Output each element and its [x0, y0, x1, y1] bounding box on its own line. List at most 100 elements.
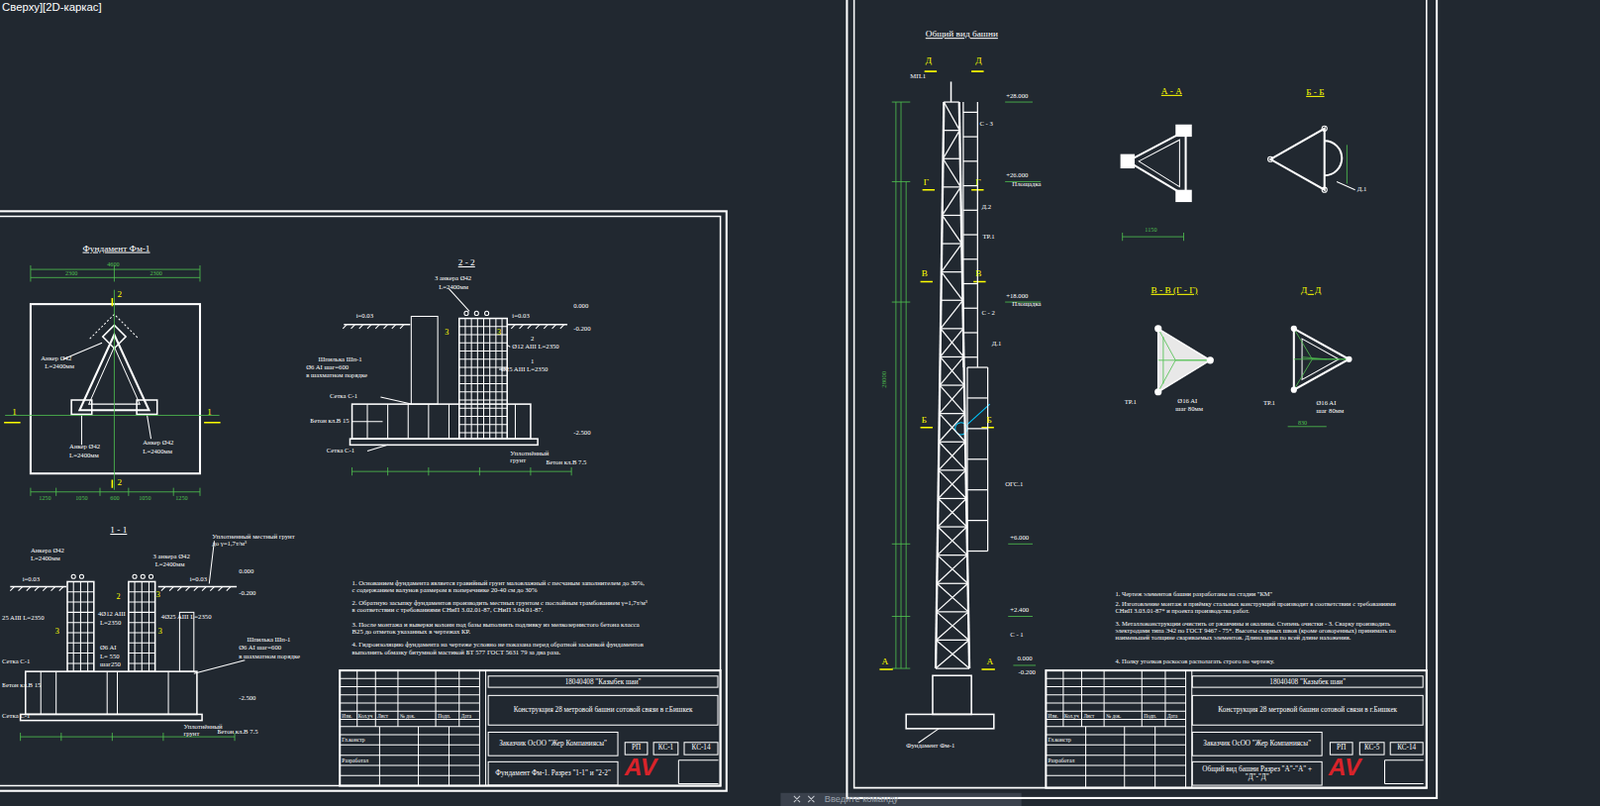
- drawing-label: 1: [206, 406, 212, 418]
- tower-member: [939, 385, 965, 414]
- tower-member: [941, 242, 962, 244]
- drawing-line: [343, 323, 568, 326]
- drawing-label: -0.200: [1018, 668, 1036, 677]
- drawing-label: шаг 80мм: [1175, 404, 1203, 413]
- title-block-text: Заказчик ОсОО "Жер Компаниясы": [1200, 739, 1313, 748]
- tower-member: [963, 307, 978, 309]
- tower-member: [938, 441, 966, 471]
- tower-member: [935, 639, 970, 669]
- drawing-label: Ø6 AI шаг=600: [238, 643, 282, 652]
- tower-member: [938, 441, 966, 471]
- tower-member: [942, 214, 963, 244]
- drawing-label: 2. Обратную засыпку фундаментов производ…: [352, 599, 649, 614]
- title-block-cell: КС-5: [1359, 741, 1386, 755]
- drawing-line: [1291, 325, 1298, 332]
- drawing-line: [9, 587, 231, 592]
- drawing-label: 25 AIII L=2350: [1, 612, 44, 621]
- drawing-label: 3. Металлоконструкции очистить от ржавчи…: [1114, 619, 1406, 642]
- drawing-line: [0, 215, 721, 786]
- drawing-label: Анкер Ø42: [69, 442, 100, 451]
- title-block-text: Конструкция 28 метровой башни сотовой св…: [511, 705, 696, 714]
- drawing-label: ОГС.1: [1004, 479, 1023, 488]
- title-block-text: КС-14: [689, 744, 712, 753]
- drawing-line: [9, 586, 237, 589]
- drawing-label: AV: [624, 755, 658, 781]
- drawing-label: Д - Д: [1300, 285, 1321, 297]
- drawing-sheet: Фундамент Фм-118040408 "Казыбек шаи"Конс…: [0, 209, 728, 792]
- drawing-line: [1158, 328, 1350, 393]
- drawing-label: Бетон кл.В 15: [1, 680, 41, 689]
- drawing-label: 830: [1298, 419, 1307, 427]
- drawing-line: [879, 71, 995, 670]
- drawing-label: L=2400мм: [155, 560, 186, 569]
- drawing-line: [794, 796, 815, 802]
- drawing-label: С - 2: [981, 308, 995, 317]
- tower-member: [938, 470, 967, 500]
- drawing-label: Ø25 AIII L=2350: [500, 365, 548, 374]
- tower-member: [941, 271, 963, 273]
- title-block-cell: Общий вид башни Разрез "А"-"А" + "Д"-"Д": [1192, 761, 1323, 787]
- tower-member: [967, 427, 989, 429]
- drawing-label: в шахматном порядке: [238, 652, 300, 661]
- drawing-line: [1321, 125, 1327, 131]
- title-block-cell: 18040408 "Казыбек шаи": [1192, 675, 1424, 688]
- drawing-sheet: Общий вид башни18040408 "Казыбек шаи"Кон…: [845, 0, 1438, 800]
- drawing-label: 1250: [38, 495, 51, 502]
- title-block-cell: КС-1: [653, 741, 680, 755]
- command-line: Введите команду: [824, 794, 899, 805]
- drawing-label: i=0.03: [356, 310, 374, 319]
- drawing-label: 1. Основанием фундамента является гравий…: [352, 578, 649, 594]
- drawing-label: № док.: [1105, 712, 1121, 719]
- tower-member: [940, 356, 965, 386]
- drawing-line: [410, 315, 438, 404]
- drawing-label: Д.2: [981, 202, 992, 211]
- tower-member: [938, 498, 968, 527]
- drawing-label: Шпилька Шп-1: [246, 635, 291, 644]
- title-block-text: Общий вид башни Разрез "А"-"А" + "Д"-"Д": [1193, 765, 1322, 783]
- drawing-line: [935, 81, 989, 669]
- drawing-line: [3, 298, 220, 489]
- drawing-label: +26.000: [1005, 171, 1028, 180]
- tower-member: [942, 130, 960, 160]
- drawing-label: 1 - 1: [109, 524, 127, 536]
- tower-member: [936, 610, 969, 612]
- drawing-label: L=2400мм: [438, 282, 469, 291]
- drawing-line: [780, 793, 1021, 806]
- title-block-text: КС-1: [656, 744, 677, 753]
- drawing-label: 4. Гидроизоляцию фундамента на чертеже у…: [352, 640, 649, 656]
- drawing-line: [136, 400, 158, 414]
- drawing-line: [1270, 128, 1325, 191]
- drawing-label: Гл.констр: [1047, 736, 1071, 744]
- tower-member: [941, 243, 963, 273]
- drawing-label: L=2350: [100, 618, 121, 627]
- tower-member: [963, 233, 978, 235]
- drawing-line: [132, 574, 137, 579]
- tower-member: [937, 555, 969, 585]
- drawing-line: [1120, 124, 1353, 397]
- drawing-label: L= 550: [100, 652, 120, 661]
- drawing-label: Ø6 AI: [100, 643, 117, 652]
- tower-member: [942, 158, 961, 188]
- drawing-label: +28.000: [1005, 92, 1028, 100]
- tower-member: [939, 356, 964, 386]
- tower-member: [963, 356, 978, 358]
- drawing-label: Подп.: [1143, 712, 1157, 719]
- tower-member: [942, 187, 962, 216]
- drawing-label: Уплотнённый грунт: [509, 448, 545, 464]
- drawing-line: [4, 101, 1349, 741]
- drawing-label: -2.500: [238, 694, 256, 702]
- drawing-label: Бетон кл.В 15: [309, 415, 349, 424]
- drawing-label: Ø12 AIII L=2350: [511, 342, 559, 351]
- drawing-line: [339, 670, 720, 786]
- drawing-label: 2: [530, 334, 534, 343]
- sheet-title: Фундамент Фм-1: [82, 242, 150, 253]
- tower-member: [939, 384, 965, 386]
- drawing-label: AV: [1328, 755, 1362, 781]
- drawing-label: Лист: [377, 712, 389, 719]
- drawing-line: [71, 400, 93, 414]
- drawing-label: 3: [158, 626, 163, 636]
- tower-member: [942, 158, 960, 160]
- tower-member: [938, 441, 966, 443]
